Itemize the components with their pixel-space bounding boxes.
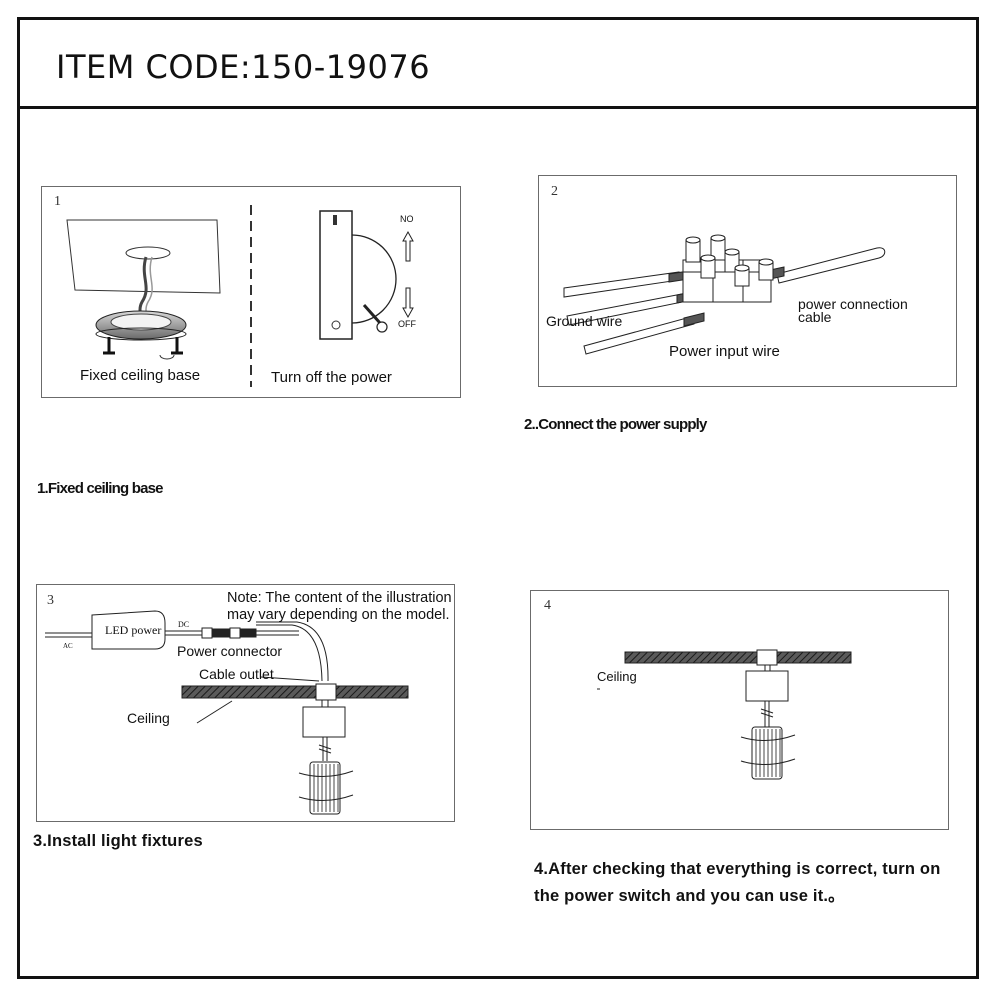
step3-caption: 3.Install light fixtures <box>33 832 203 850</box>
note-line1: Note: The content of the illustration <box>227 590 452 606</box>
step1-number: 1 <box>54 194 61 209</box>
page-frame: ITEM CODE:150-19076 <box>17 17 979 979</box>
header-bar: ITEM CODE:150-19076 <box>20 20 976 109</box>
power-connection-label-line2: cable <box>798 309 832 325</box>
step1-caption: 1.Fixed ceiling base <box>37 480 164 497</box>
step4-caption-line1: 4.After checking that everything is corr… <box>534 860 941 878</box>
power-input-wire-label: Power input wire <box>669 343 780 360</box>
ground-wire-label: Ground wire <box>546 313 623 329</box>
power-connection-label-line1: power connection <box>798 296 908 312</box>
note-line2: may vary depending on the model. <box>227 607 450 623</box>
cable-outlet-label: Cable outlet <box>199 666 274 682</box>
item-code-title: ITEM CODE:150-19076 <box>56 48 431 86</box>
step4-illustration <box>597 649 852 780</box>
step4-caption-line2: the power switch and you can use it.。 <box>534 887 845 905</box>
ceiling-label-step4: Ceiling <box>597 669 637 684</box>
step3-panel: 3 Note: The content of the illustration … <box>36 584 455 822</box>
turn-off-power-label: Turn off the power <box>271 369 392 386</box>
step1-panel: 1 NO OFF Fixed ceiling base Turn off the… <box>41 186 461 398</box>
dc-label: DC <box>178 620 190 629</box>
switch-off-label: OFF <box>398 319 416 329</box>
step2-panel: 2 Ground wire power connection cable Pow… <box>538 175 957 387</box>
step3-illustration <box>45 610 409 815</box>
fixed-ceiling-base-label: Fixed ceiling base <box>80 367 201 384</box>
step3-number: 3 <box>47 593 54 608</box>
step4-number: 4 <box>544 598 551 613</box>
power-connector-label: Power connector <box>177 643 283 659</box>
step1-illustration <box>66 205 414 387</box>
ac-label: AC <box>63 642 73 650</box>
ceiling-label: Ceiling <box>127 710 170 726</box>
step2-illustration <box>563 234 886 355</box>
led-power-label: LED power <box>105 623 162 637</box>
step2-caption: 2..Connect the power supply <box>524 416 707 433</box>
step2-number: 2 <box>551 184 558 199</box>
step4-panel: 4 Ceiling <box>530 590 949 830</box>
switch-on-label: NO <box>400 214 414 224</box>
